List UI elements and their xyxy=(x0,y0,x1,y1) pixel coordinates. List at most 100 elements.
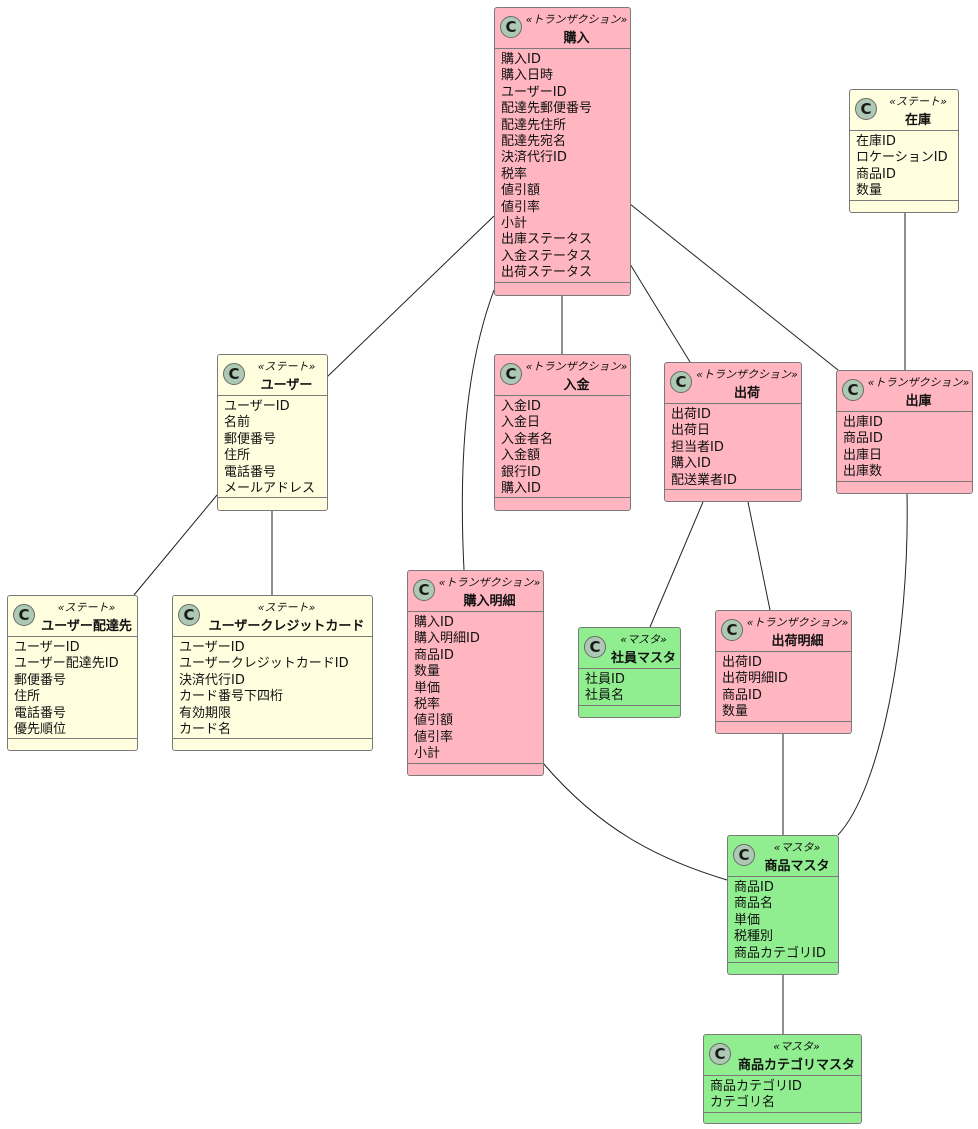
class-stereotype: «マスタ» xyxy=(620,633,667,646)
class-stereotype: «マスタ» xyxy=(773,1040,820,1053)
class-attribute: 名前 xyxy=(224,415,251,431)
class-name: ユーザー xyxy=(260,378,313,393)
class-attribute: 値引額 xyxy=(501,183,541,199)
edge-purchasedetail-product xyxy=(542,762,728,881)
class-methods xyxy=(495,498,630,504)
class-name: ユーザー配達先 xyxy=(41,619,132,634)
class-stereotype: «トランザクション» xyxy=(525,360,628,373)
class-attribute: 出庫ステータス xyxy=(501,232,593,248)
class-name: 商品マスタ xyxy=(764,859,830,874)
class-attribute: 購入日時 xyxy=(501,68,554,84)
class-attribute: ユーザーID xyxy=(224,399,290,414)
class-stereotype: «マスタ» xyxy=(773,841,821,854)
class-header: C«トランザクション»入金 xyxy=(495,355,630,396)
class-stereotype: «ステート» xyxy=(257,601,316,614)
class-attribute: 単価 xyxy=(414,680,441,696)
class-methods xyxy=(408,764,543,770)
class-attribute: 配達先宛名 xyxy=(501,134,567,150)
class-attribute: 在庫ID xyxy=(856,134,896,149)
class-methods xyxy=(173,739,372,745)
class-attribute: 住所 xyxy=(14,689,41,705)
class-methods xyxy=(8,739,137,745)
class-methods xyxy=(850,201,958,207)
class-c-icon: C xyxy=(733,844,755,866)
class-attribute: 電話番号 xyxy=(224,464,277,480)
class-name: 購入 xyxy=(563,31,590,46)
class-attribute: 数量 xyxy=(414,664,441,680)
class-attribute: 入金日 xyxy=(501,415,541,431)
class-attribute: 商品カテゴリID xyxy=(710,1079,802,1094)
class-c-icon: C xyxy=(584,636,606,658)
class-methods xyxy=(837,482,972,488)
class-attribute: 入金ステータス xyxy=(501,248,593,264)
class-c-icon: C xyxy=(670,371,692,393)
class-attribute: 出荷ID xyxy=(671,407,711,422)
class-attribute: 購入ID xyxy=(671,456,711,472)
class-attribute: 配達先住所 xyxy=(501,117,567,133)
class-attribute: 住所 xyxy=(224,448,251,464)
class-header: C«トランザクション»出荷 xyxy=(665,363,801,404)
class-methods xyxy=(495,283,630,289)
class-c-icon: C xyxy=(178,604,200,626)
class-c-icon: C xyxy=(13,604,35,626)
class-attribute: 出荷ステータス xyxy=(501,265,593,281)
edge-purchase-shipment xyxy=(629,263,691,363)
class-attribute: 郵便番号 xyxy=(14,672,67,688)
class-header: C«トランザクション»出庫 xyxy=(837,371,972,412)
class-stereotype: «ステート» xyxy=(257,360,316,373)
edge-purchase-stockout xyxy=(629,203,839,371)
class-attribute: 銀行ID xyxy=(501,464,541,480)
class-attribute: 電話番号 xyxy=(14,705,67,721)
class-attribute: ユーザー配達先ID xyxy=(14,656,119,672)
class-stereotype: «トランザクション» xyxy=(438,576,541,589)
class-attribute: 値引額 xyxy=(414,713,454,729)
class-attribute: ユーザークレジットカードID xyxy=(179,656,349,672)
class-name: 社員マスタ xyxy=(610,651,676,666)
class-attribute: 小計 xyxy=(501,216,528,232)
class-attribute: 商品ID xyxy=(856,166,896,182)
class-attribute: 単価 xyxy=(734,912,761,928)
class-attribute: カテゴリ名 xyxy=(710,1095,776,1111)
class-attribute: メールアドレス xyxy=(224,481,316,497)
class-attribute: 担当者ID xyxy=(671,439,724,455)
class-header: C«トランザクション»出荷明細 xyxy=(716,611,851,652)
class-attribute: 有効期限 xyxy=(179,705,232,721)
class-attribute: 購入ID xyxy=(501,481,541,497)
class-stereotype: «トランザクション» xyxy=(746,616,849,629)
edge-purchase-user xyxy=(326,215,495,378)
class-attribute: 値引率 xyxy=(414,729,454,745)
class-header: C«トランザクション»購入 xyxy=(495,8,630,49)
edge-user-userdelivery xyxy=(133,494,218,596)
class-attribute: 出庫数 xyxy=(843,464,883,480)
class-attribute: 決済代行ID xyxy=(179,672,245,688)
class-attribute: 郵便番号 xyxy=(224,431,277,447)
class-header: C«ステート»ユーザークレジットカード xyxy=(173,596,372,637)
class-attribute: 商品ID xyxy=(414,647,454,663)
class-attribute: 出庫ID xyxy=(843,415,883,430)
class-header: C«ステート»ユーザー配達先 xyxy=(8,596,137,637)
class-methods xyxy=(704,1113,861,1119)
class-attribute: ユーザーID xyxy=(179,640,245,655)
class-attribute: 商品名 xyxy=(734,896,774,912)
